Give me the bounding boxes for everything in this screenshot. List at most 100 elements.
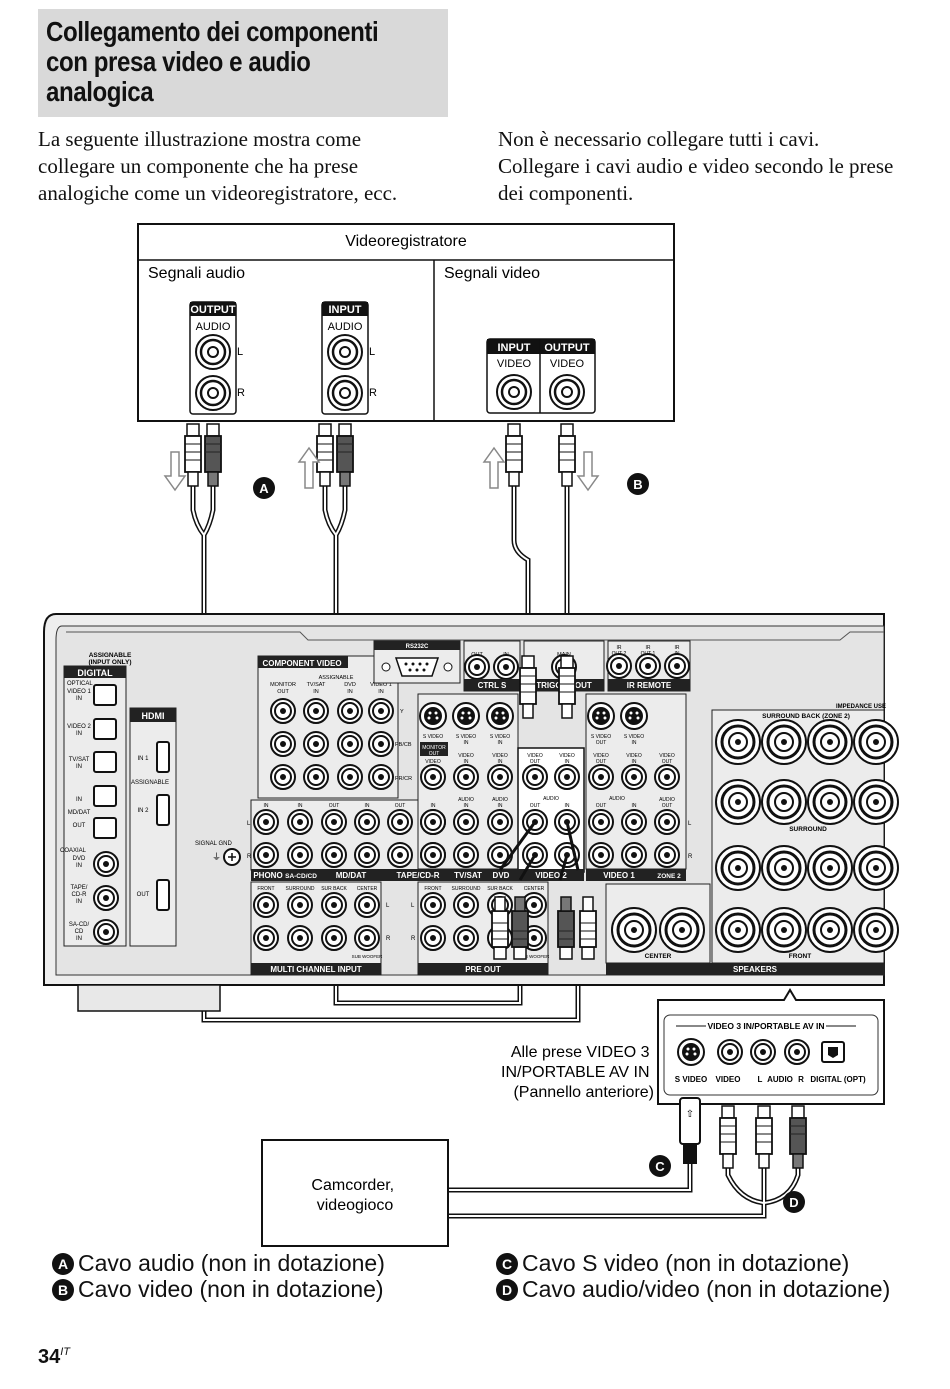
svg-text:OUT: OUT: [662, 803, 673, 809]
vcr-l-label: L: [237, 346, 243, 358]
svg-text:OUT: OUT: [662, 759, 673, 765]
hdmi-label: HDMI: [142, 711, 165, 721]
svg-text:VIDEO: VIDEO: [527, 753, 543, 759]
svg-text:R: R: [688, 854, 693, 860]
svg-text:⇧: ⇧: [686, 1109, 694, 1120]
svg-text:MONITOR: MONITOR: [270, 682, 296, 688]
optical-label: OPTICAL: [67, 681, 93, 687]
svg-text:VIDEO 1: VIDEO 1: [603, 871, 635, 880]
svg-text:IN: IN: [264, 803, 269, 809]
camcorder-box: Camcorder, videogioco: [261, 1139, 449, 1247]
cable-d-plug-l: [755, 1105, 773, 1169]
svg-text:IR: IR: [617, 645, 622, 651]
svg-text:L: L: [386, 903, 390, 909]
pre-out-label: PRE OUT: [465, 965, 501, 974]
svg-text:R: R: [411, 936, 416, 942]
svg-text:CENTER: CENTER: [357, 886, 378, 892]
svg-text:VIDEO: VIDEO: [458, 753, 474, 759]
vcr-output-tag: OUTPUT: [190, 304, 236, 316]
svg-text:VIDEO: VIDEO: [716, 1075, 741, 1084]
vcr-audio-in-r-jack[interactable]: [326, 374, 364, 412]
svg-text:IN: IN: [76, 731, 82, 737]
vcr-audio-in-l-jack[interactable]: [326, 333, 364, 371]
signal-gnd-label: SIGNAL GND: [195, 841, 232, 847]
speakers-label: SPEAKERS: [733, 965, 778, 974]
svg-text:ASSIGNABLE: ASSIGNABLE: [319, 675, 354, 681]
svg-text:OUT: OUT: [73, 823, 86, 829]
svg-text:SUR BACK: SUR BACK: [321, 886, 347, 892]
vcr-audio-out-l-jack[interactable]: [194, 333, 232, 371]
svg-text:OUT: OUT: [596, 740, 607, 746]
ctrl-s-label: CTRL S: [478, 681, 507, 690]
cable-b-receiver-plug-in: [558, 655, 576, 719]
svg-text:IN: IN: [76, 899, 82, 905]
svg-text:FRONT: FRONT: [424, 886, 441, 892]
svg-text:OUT: OUT: [596, 803, 607, 809]
svg-text:MONITOR: MONITOR: [422, 745, 446, 751]
vcr-video-out-text: VIDEO: [550, 358, 585, 370]
cable-a2-plug-r: [336, 423, 354, 487]
svg-text:TAPE/CD-R: TAPE/CD-R: [397, 871, 440, 880]
vcr-video-input-tag: INPUT: [498, 342, 531, 354]
front-panel-header: VIDEO 3 IN/PORTABLE AV IN: [708, 1021, 825, 1031]
svg-text:VIDEO 1: VIDEO 1: [67, 689, 91, 695]
svg-text:IN: IN: [76, 863, 82, 869]
svg-text:AUDIO: AUDIO: [543, 796, 559, 802]
arrow-down-icon: [163, 451, 187, 492]
svg-text:SURROUND: SURROUND: [452, 886, 481, 892]
svg-text:ASSIGNABLE: ASSIGNABLE: [131, 780, 169, 786]
svg-text:IN: IN: [76, 696, 82, 702]
vcr-input-tag: INPUT: [329, 304, 362, 316]
vcr-video-in-jack[interactable]: [495, 373, 533, 411]
ground-icon: ⏚: [212, 852, 221, 862]
page-number: 34IT: [38, 1346, 71, 1368]
svg-text:OUT: OUT: [596, 759, 607, 765]
svg-text:S VIDEO: S VIDEO: [456, 734, 476, 740]
multi-channel-input-label: MULTI CHANNEL INPUT: [270, 965, 361, 974]
cable-a-plug-r: [204, 423, 222, 487]
receiver-rear-panel: ASSIGNABLE (INPUT ONLY) DIGITAL OPTICAL …: [43, 613, 900, 1012]
svg-text:SUB WOOFER: SUB WOOFER: [352, 954, 384, 959]
front-audio-l-jack[interactable]: [750, 1039, 776, 1065]
svg-text:IN: IN: [498, 759, 503, 765]
svg-text:A: A: [259, 481, 269, 496]
cable-b-plug-in: [505, 423, 523, 487]
svg-text:DVD: DVD: [73, 856, 86, 862]
svideo-plug: ⇧: [679, 1097, 701, 1164]
vcr-video-out-jack[interactable]: [548, 373, 586, 411]
svg-text:VIDEO: VIDEO: [559, 753, 575, 759]
svg-text:IMPEDANCE USE: IMPEDANCE USE: [836, 704, 886, 710]
svg-text:OUT: OUT: [277, 689, 289, 695]
vcr-r-label-2: R: [369, 387, 377, 399]
vcr-r-label: R: [237, 387, 245, 399]
cable-a-plug-l: [184, 423, 202, 487]
svg-text:CD: CD: [75, 929, 84, 935]
ir-remote-label: IR REMOTE: [627, 681, 672, 690]
vcr-audio-out-r-jack[interactable]: [194, 374, 232, 412]
front-video-jack[interactable]: [717, 1039, 743, 1065]
callout-a: A: [253, 477, 275, 499]
front-svideo-jack[interactable]: [677, 1038, 705, 1066]
front-panel-inset: VIDEO 3 IN/PORTABLE AV IN S VIDEO VIDEO …: [657, 988, 885, 1105]
arrow-down-icon: [576, 451, 600, 492]
front-audio-r-jack[interactable]: [784, 1039, 810, 1065]
callout-c: C: [649, 1155, 671, 1177]
cable-a-receiver-plug-3: [557, 896, 575, 960]
svg-text:R: R: [798, 1075, 804, 1084]
front-panel-note: Alle prese VIDEO 3 IN/PORTABLE AV IN (Pa…: [501, 1044, 654, 1101]
component-video-label: COMPONENT VIDEO: [262, 659, 341, 668]
cable-d-plug-r: [789, 1105, 807, 1169]
digital-label: DIGITAL: [77, 668, 113, 678]
svg-text:SUB WOOFER: SUB WOOFER: [519, 954, 551, 959]
svg-text:D: D: [789, 1195, 798, 1210]
cable-a-receiver-plug-2: [511, 896, 529, 960]
svg-text:AUDIO: AUDIO: [458, 797, 474, 803]
vcr-audio-in-text: AUDIO: [328, 321, 363, 333]
svg-text:SURROUND: SURROUND: [789, 826, 827, 833]
svg-text:VIDEO: VIDEO: [492, 753, 508, 759]
svg-text:COAXIAL: COAXIAL: [60, 848, 87, 854]
svg-text:VIDEO 2: VIDEO 2: [67, 724, 91, 730]
svg-text:FRONT: FRONT: [789, 953, 811, 960]
svg-text:OUT: OUT: [137, 892, 150, 898]
